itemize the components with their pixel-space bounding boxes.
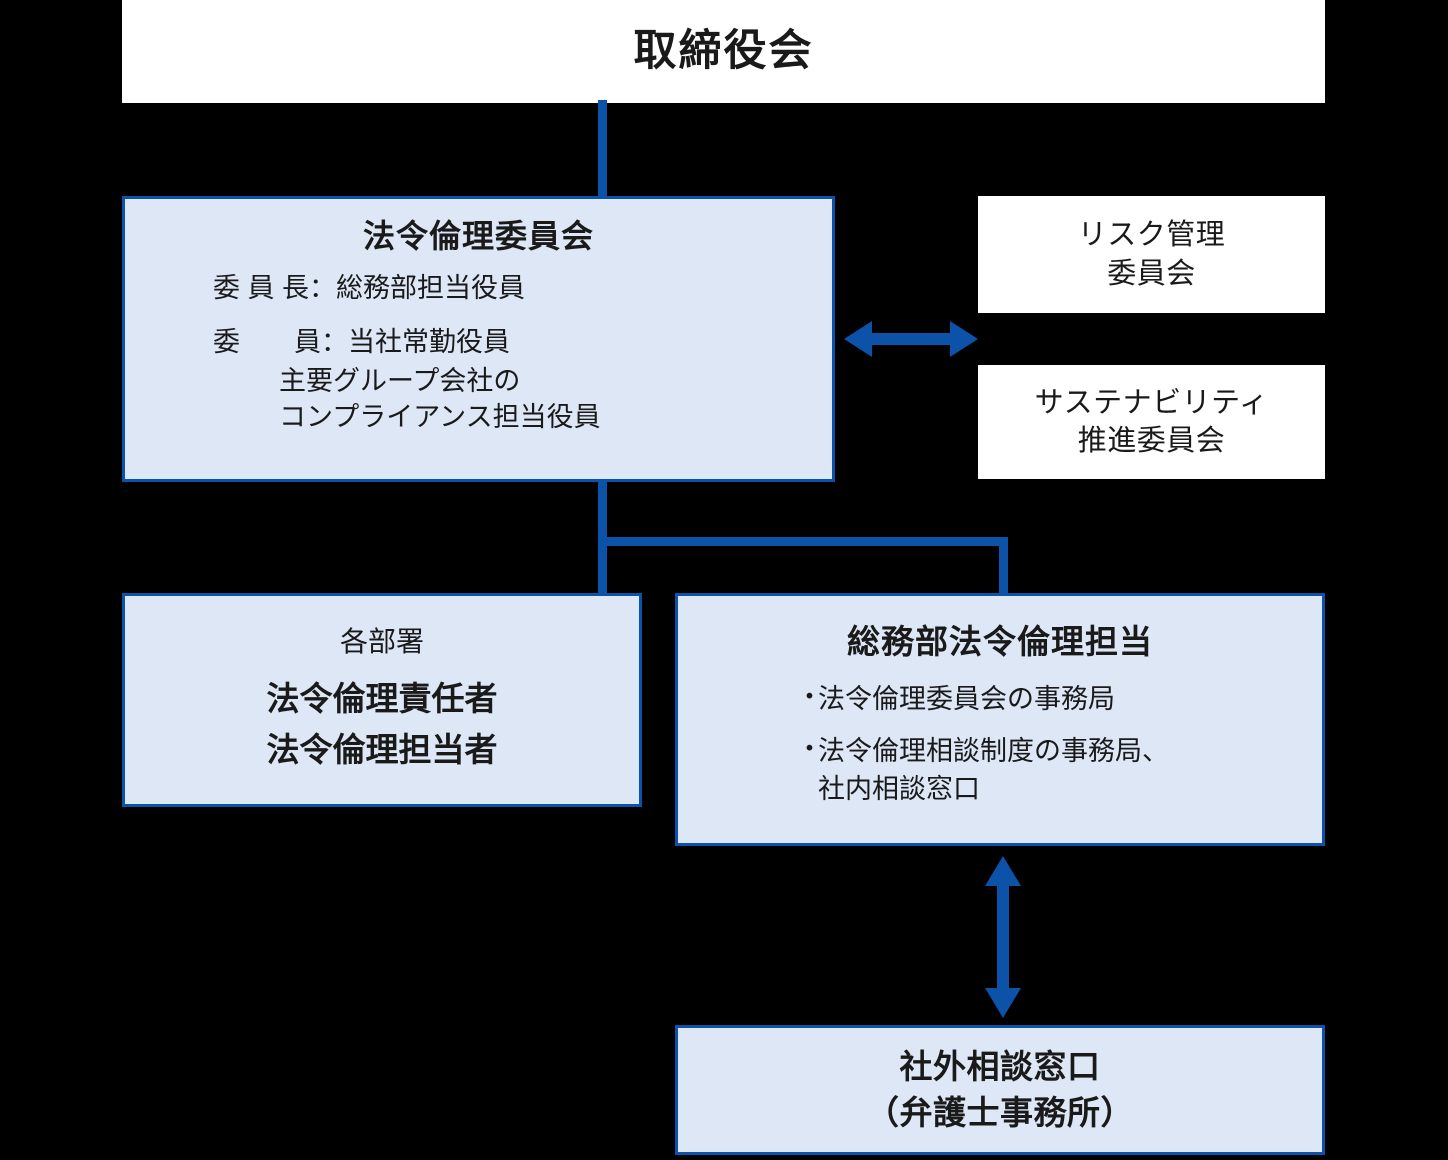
compliance-committee-title: 法令倫理委員会 — [362, 218, 594, 254]
bullet-mark-icon: ・ — [796, 681, 823, 712]
roster-member-value: 当社常勤役員 — [348, 326, 510, 357]
board-of-directors-label: 取締役会 — [633, 27, 814, 76]
double-arrow-general-affairs-to-external-desk — [985, 856, 1021, 1018]
connector-leg-to-general-affairs — [999, 537, 1008, 596]
bullet-mark-icon: ・ — [796, 733, 823, 764]
general-affairs-bullet-2-line2: 社内相談窓口 — [818, 774, 980, 805]
sustainability-committee-box: サステナビリティ 推進委員会 — [978, 365, 1325, 479]
external-consultation-desk-line2: （弁護士事務所） — [866, 1094, 1134, 1131]
general-affairs-bullet-2: ・ 法令倫理相談制度の事務局、社内相談窓口 — [796, 732, 1322, 809]
general-affairs-bullet-1: ・ 法令倫理委員会の事務局 — [796, 680, 1322, 718]
roster-chair-role: 委 員 長： — [213, 273, 337, 304]
departments-box: 各部署 法令倫理責任者 法令倫理担当者 — [122, 593, 642, 807]
risk-management-committee-box: リスク管理 委員会 — [978, 196, 1325, 313]
compliance-committee-box: 法令倫理委員会 委 員 長：総務部担当役員 委 員：当社常勤役員 主要グループ会… — [122, 196, 835, 482]
general-affairs-box: 総務部法令倫理担当 ・ 法令倫理委員会の事務局 ・ 法令倫理相談制度の事務局、社… — [675, 593, 1325, 846]
sustainability-committee-line1: サステナビリティ — [1034, 386, 1269, 419]
general-affairs-bullet-list: ・ 法令倫理委員会の事務局 ・ 法令倫理相談制度の事務局、社内相談窓口 — [678, 680, 1322, 823]
connector-horizontal-bar — [598, 537, 1008, 546]
roster-member-extra-1: 主要グループ会社の — [279, 366, 521, 397]
departments-role-1: 法令倫理責任者 — [266, 679, 498, 717]
connector-committee-drop — [598, 479, 607, 545]
general-affairs-bullet-1-text: 法令倫理委員会の事務局 — [818, 683, 1115, 714]
general-affairs-title: 総務部法令倫理担当 — [847, 623, 1153, 660]
risk-management-committee-line2: 委員会 — [1107, 257, 1196, 290]
roster-spacer — [213, 307, 832, 325]
board-of-directors-box: 取締役会 — [122, 0, 1325, 103]
external-consultation-desk-line1: 社外相談窓口 — [899, 1048, 1101, 1086]
departments-sub-label: 各部署 — [339, 626, 424, 657]
general-affairs-bullet-2-text: 法令倫理相談制度の事務局、社内相談窓口 — [818, 732, 1322, 809]
roster-row-chair: 委 員 長：総務部担当役員 — [213, 271, 832, 307]
departments-role-2: 法令倫理担当者 — [266, 731, 498, 769]
general-affairs-bullet-2-line1: 法令倫理相談制度の事務局、 — [818, 735, 1169, 766]
roster-member-extra-2: コンプライアンス担当役員 — [279, 402, 601, 433]
connector-board-to-committee — [598, 100, 607, 199]
double-arrow-committee-to-side-committees — [844, 321, 978, 357]
external-consultation-desk-box: 社外相談窓口 （弁護士事務所） — [675, 1025, 1325, 1155]
roster-chair-value: 総務部担当役員 — [336, 273, 526, 304]
roster-row-member: 委 員：当社常勤役員 — [213, 325, 832, 361]
roster-member-role: 委 員： — [213, 326, 348, 357]
sustainability-committee-line2: 推進委員会 — [1077, 425, 1226, 457]
risk-management-committee-line1: リスク管理 — [1077, 219, 1226, 252]
compliance-committee-roster: 委 員 長：総務部担当役員 委 員：当社常勤役員 主要グループ会社の コンプライ… — [125, 271, 832, 436]
connector-leg-to-departments — [598, 537, 607, 596]
